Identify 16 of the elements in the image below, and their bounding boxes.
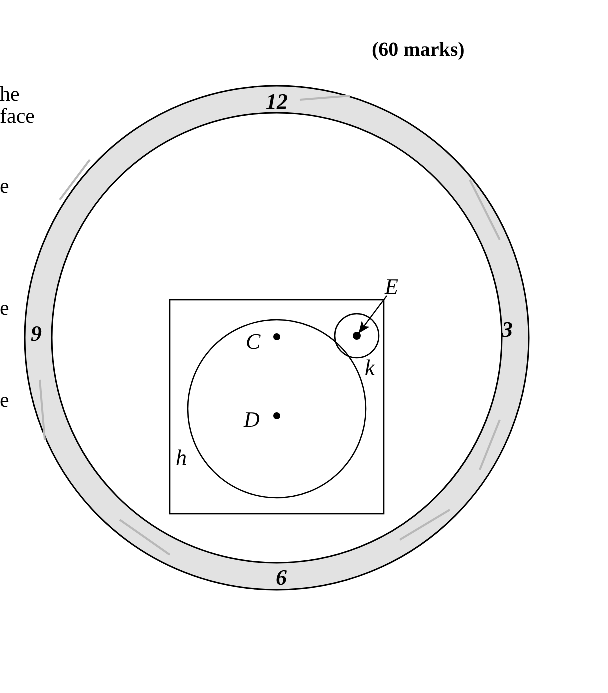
cut-off-text: he xyxy=(0,84,20,105)
hour-number: 12 xyxy=(266,91,288,113)
hour-number: 6 xyxy=(276,567,287,589)
cut-off-text: e xyxy=(0,298,10,319)
cut-off-text: face xyxy=(0,106,35,127)
variable-label: D xyxy=(244,409,260,431)
variable-label: C xyxy=(246,331,261,353)
cut-off-text: e xyxy=(0,390,10,411)
hour-number: 9 xyxy=(31,323,42,345)
variable-label: h xyxy=(176,447,187,469)
hour-number: 3 xyxy=(502,319,513,341)
point-dot xyxy=(353,332,361,340)
point-label: E xyxy=(385,276,398,298)
cut-off-text: e xyxy=(0,176,10,197)
variable-label: k xyxy=(365,357,375,379)
marks-label: (60 marks) xyxy=(372,40,465,60)
